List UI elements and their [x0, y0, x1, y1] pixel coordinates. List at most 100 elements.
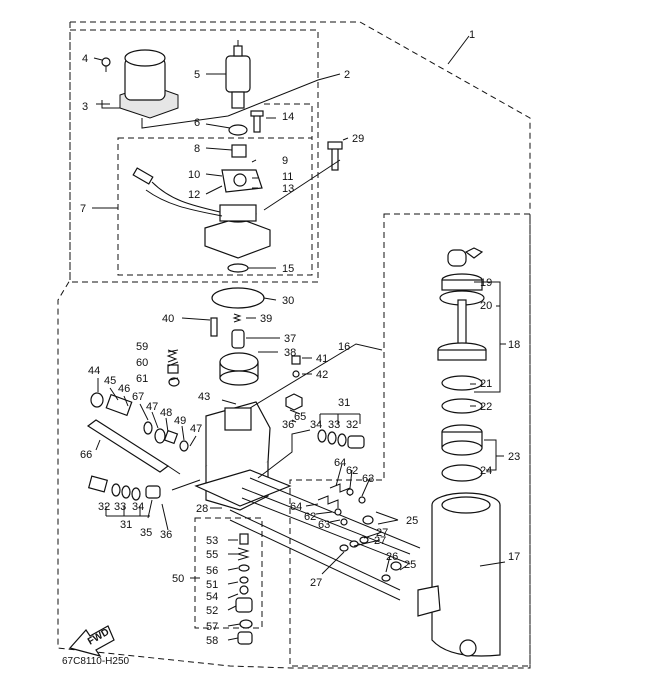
callout-34a: 34: [310, 419, 322, 431]
ball-63b: [340, 518, 348, 526]
brush-holder: [221, 144, 263, 193]
callout-39: 39: [260, 313, 272, 325]
callout-28: 28: [196, 503, 208, 515]
callout-4: 4: [82, 53, 88, 65]
callout-62a: 62: [346, 465, 358, 477]
callout-61: 61: [136, 373, 148, 385]
cylinder-group-boundary: [289, 213, 531, 667]
callout-12: 12: [188, 189, 200, 201]
callout-67: 67: [132, 391, 144, 403]
callout-57: 57: [206, 621, 218, 633]
diagram-code: 67C8110-H250: [62, 656, 130, 667]
callout-44: 44: [88, 365, 100, 377]
callout-19: 19: [480, 277, 492, 289]
callout-62b: 62: [304, 511, 316, 523]
callout-2: 2: [344, 69, 350, 81]
spring-59: [166, 349, 178, 363]
callout-37: 37: [284, 333, 296, 345]
oring-24: [441, 464, 483, 482]
oring-25b: [390, 561, 402, 571]
oring-25a: [362, 515, 374, 525]
leader-lines: [92, 35, 506, 641]
shaft-37: [231, 329, 245, 349]
oring-57: [239, 619, 253, 629]
callout-63b: 63: [318, 519, 330, 531]
callout-52: 52: [206, 605, 218, 617]
callout-60: 60: [136, 357, 148, 369]
callout-8: 8: [194, 143, 200, 155]
pin-60: [167, 364, 179, 374]
screw-14: [250, 110, 264, 133]
callout-27b: 27: [374, 535, 386, 547]
callout-26: 26: [386, 551, 398, 563]
callout-51: 51: [206, 579, 218, 591]
callout-59: 59: [136, 341, 148, 353]
left-valve-stack: [90, 392, 189, 452]
oring-26: [381, 574, 391, 582]
callout-47a: 47: [146, 401, 158, 413]
motor-cover: [119, 49, 179, 119]
valve-set-left: [87, 475, 161, 501]
spring-64a: [329, 483, 351, 496]
callout-29: 29: [352, 133, 364, 145]
washer-6: [228, 124, 248, 136]
oring-27b: [349, 540, 359, 548]
callout-66: 66: [80, 449, 92, 461]
oring-21: [441, 375, 483, 391]
ball-62a: [346, 488, 354, 496]
callout-47b: 47: [190, 423, 202, 435]
callout-27c: 27: [310, 577, 322, 589]
callout-42: 42: [316, 369, 328, 381]
oring-15: [227, 263, 249, 273]
motor-armature: [225, 40, 251, 109]
lower-pipe: [229, 509, 401, 601]
callout-17: 17: [508, 551, 520, 563]
callout-56: 56: [206, 565, 218, 577]
plug-58: [237, 631, 253, 645]
callout-46: 46: [118, 383, 130, 395]
motor-upper-boundary: [264, 103, 313, 138]
callout-55: 55: [206, 549, 218, 561]
bolt-29: [327, 141, 343, 171]
callout-7: 7: [80, 203, 86, 215]
pin-41: [291, 355, 301, 365]
motor-group-boundary: [69, 29, 319, 283]
callout-6: 6: [194, 117, 200, 129]
callout-53: 53: [206, 535, 218, 547]
callout-38: 38: [284, 347, 296, 359]
callout-24: 24: [480, 465, 492, 477]
callout-65: 65: [294, 411, 306, 423]
callout-25b: 25: [404, 559, 416, 571]
callout-40: 40: [162, 313, 174, 325]
valve-set-right: [285, 393, 365, 449]
callout-32a: 32: [346, 419, 358, 431]
callout-3: 3: [82, 101, 88, 113]
long-bolt-66: [86, 419, 181, 475]
callout-20: 20: [480, 300, 492, 312]
callout-31b: 31: [120, 519, 132, 531]
callout-13: 13: [282, 183, 294, 195]
ball-62b: [334, 508, 342, 516]
pump-body: [194, 401, 292, 511]
callout-41: 41: [316, 353, 328, 365]
fwd-arrow: FWD: [68, 625, 115, 657]
callout-16: 16: [338, 341, 350, 353]
bolt-40: [210, 317, 218, 337]
oring-27c: [359, 536, 369, 544]
callout-33b: 33: [114, 501, 126, 513]
callout-18: 18: [508, 339, 520, 351]
cylinder-17: [417, 492, 501, 657]
gear-pump: [219, 352, 259, 386]
callout-22: 22: [480, 401, 492, 413]
callout-43: 43: [198, 391, 210, 403]
callout-9: 9: [282, 155, 288, 167]
callout-30: 30: [282, 295, 294, 307]
spring-39: [232, 313, 242, 323]
callout-11: 11: [282, 171, 293, 183]
screw-4: [101, 57, 111, 72]
callout-10: 10: [188, 169, 200, 181]
oring-27a: [339, 544, 349, 552]
callout-64a: 64: [334, 457, 346, 469]
callout-45: 45: [104, 375, 116, 387]
